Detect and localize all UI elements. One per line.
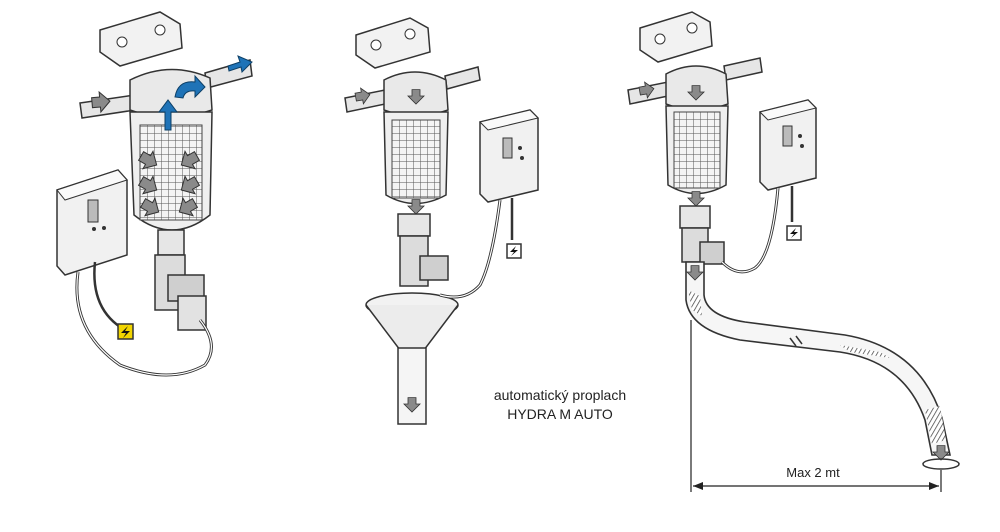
caption-line-1: automatický proplach (493, 387, 627, 403)
lightning-icon (506, 243, 522, 259)
panel-flushing-to-drain (344, 17, 539, 425)
product-caption: automatický proplach HYDRA M AUTO (470, 386, 650, 424)
lightning-icon (786, 225, 802, 241)
max-distance-dimension (690, 320, 942, 492)
lightning-icon (117, 323, 134, 340)
panel-flushing-with-hose (627, 11, 960, 492)
flow-arrow-icon (158, 55, 253, 131)
caption-line-2: HYDRA M AUTO (507, 406, 613, 422)
max-distance-label: Max 2 mt (786, 465, 840, 480)
panel-filter-operation (56, 11, 253, 377)
